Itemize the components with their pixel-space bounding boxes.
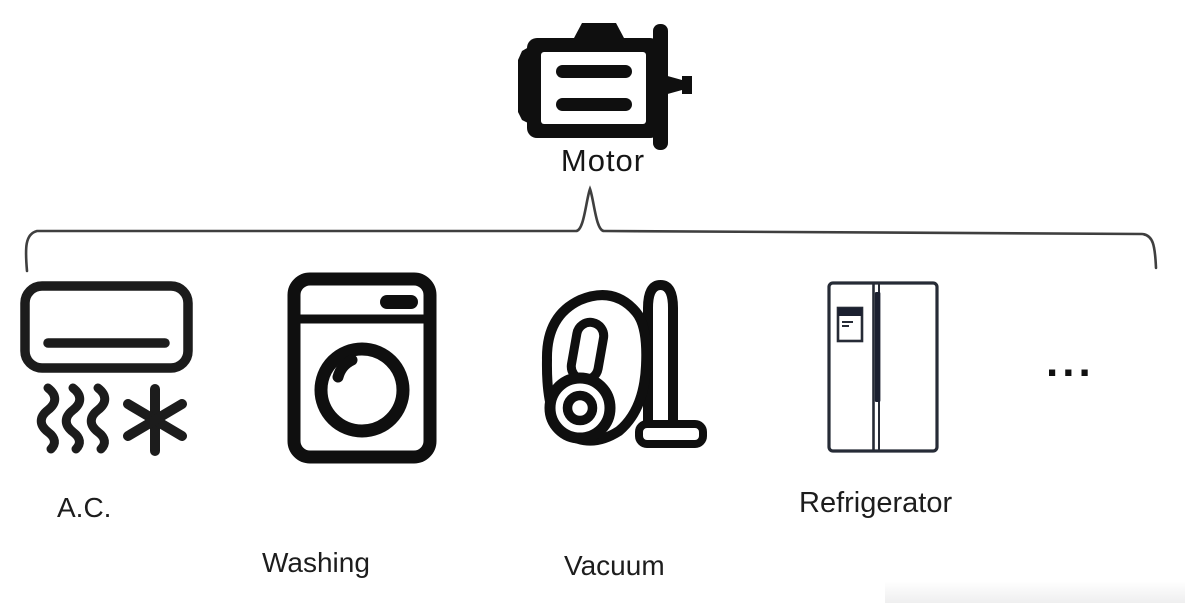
air-conditioner-icon (20, 281, 193, 456)
ac-label: A.C. (57, 492, 112, 523)
refrigerator-label: Refrigerator (799, 487, 953, 519)
brace-connector (24, 185, 1158, 273)
washing-machine-icon (287, 272, 437, 464)
node-vacuum-cleaner (536, 278, 708, 454)
refrigerator-icon (827, 281, 939, 453)
page-edge-shadow (885, 581, 1185, 603)
washing-machine-label: Washing Machine (262, 547, 370, 578)
motor-label: Motor (560, 143, 646, 178)
node-washing-machine (286, 271, 438, 465)
node-ac (18, 280, 194, 460)
vacuum-cleaner-icon (541, 280, 707, 448)
ellipsis-icon: ... (1046, 337, 1095, 386)
motor-icon (518, 23, 692, 150)
motor-node (512, 18, 694, 154)
node-refrigerator (826, 280, 940, 456)
vacuum-cleaner-label: Vacuum cleaner (564, 550, 665, 581)
